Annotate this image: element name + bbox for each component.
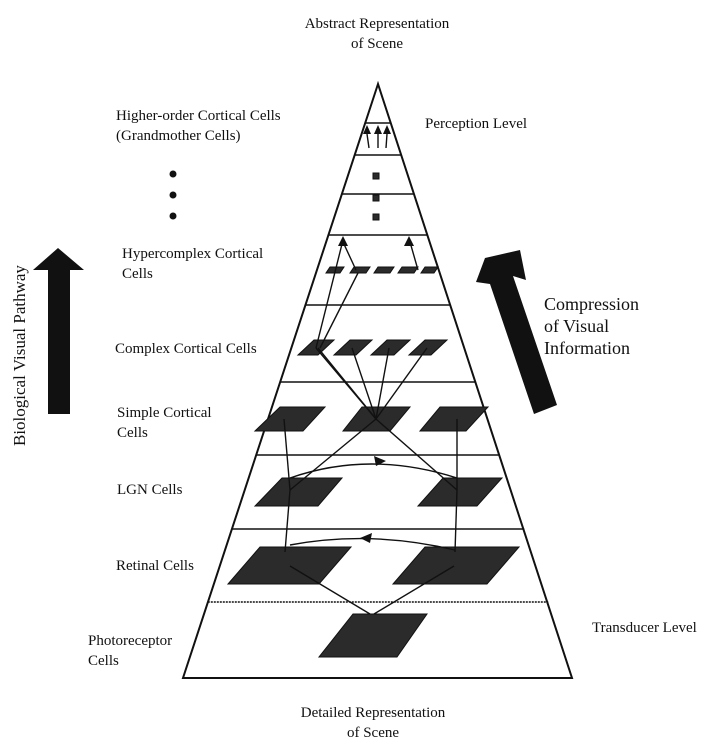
level-label-complex: Complex Cortical Cells — [115, 341, 257, 357]
transducer-level-label: Transducer Level — [592, 620, 697, 636]
bottom-caption: Detailed Representation of Scene — [300, 705, 446, 741]
arrowheads — [338, 125, 414, 543]
cells — [226, 172, 521, 658]
biological-pathway-arrow — [33, 248, 84, 414]
level-label-lgn: LGN Cells — [117, 482, 183, 498]
photoreceptor-cell — [317, 613, 428, 658]
compression-label: Compression of Visual Information — [544, 294, 640, 358]
simple-cell-right — [418, 406, 490, 432]
complex-cell-4 — [407, 339, 449, 356]
lgn-cell-left — [253, 477, 344, 507]
top-caption: Abstract Representation of Scene — [304, 16, 450, 52]
hypercomplex-cell-2 — [349, 266, 371, 274]
simple-cell-left — [253, 406, 327, 432]
ellipsis-dots — [169, 170, 177, 220]
retinal-cell-right — [391, 546, 521, 585]
complex-cell-3 — [369, 339, 412, 356]
hypercomplex-cell-5 — [420, 266, 439, 274]
lgn-cell-right — [416, 477, 504, 507]
level-label-retinal: Retinal Cells — [116, 558, 194, 574]
hypercomplex-cell-3 — [373, 266, 395, 274]
level-label-higher-order: Higher-order Cortical Cells (Grandmother… — [116, 108, 281, 144]
level-label-hypercomplex: Hypercomplex Cortical Cells — [122, 246, 264, 282]
connections — [283, 239, 458, 615]
level-label-photoreceptor: Photoreceptor Cells — [88, 633, 173, 669]
level-dividers — [207, 122, 549, 603]
complex-cell-2 — [332, 339, 374, 356]
perception-level-label: Perception Level — [425, 116, 528, 132]
hypercomplex-cell-4 — [397, 266, 419, 274]
level-label-simple: Simple Cortical Cells — [117, 405, 212, 441]
compression-arrow — [476, 250, 557, 414]
